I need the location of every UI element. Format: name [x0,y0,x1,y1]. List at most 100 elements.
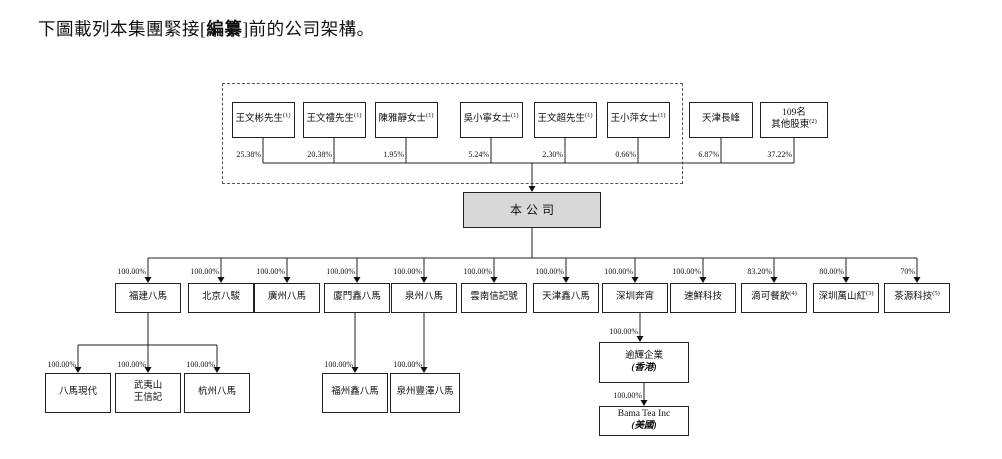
entity-name-text: 王信記 [133,393,163,403]
company-box: 本公司 [463,192,601,228]
entity-name: 深圳奔宵 [616,292,654,304]
entity-name: 茶源科技(5) [894,289,940,304]
ownership-percentage: 100.00% [393,360,422,369]
sub-subsidiary-box: Bama Tea Inc(美國) [599,406,689,436]
subsidiary-box: 廣州八馬 [254,283,320,313]
concert-group-outline [222,83,683,184]
title-text: 下圖載列本集團緊接[ [38,19,207,39]
ownership-percentage: 100.00% [604,267,633,276]
ownership-percentage: 83.20% [747,267,772,276]
footnote-superscript: (1) [510,111,519,119]
shareholder-box: 吳小寧女士(1) [459,102,523,138]
entity-name: 雲南信記號 [470,292,518,304]
ownership-percentage: 100.00% [613,391,642,400]
entity-name-text: 福州鑫八馬 [331,387,379,398]
page-title: 下圖載列本集團緊接[編纂]前的公司架構。 [38,16,375,41]
entity-name: 八馬現代 [59,387,97,399]
entity-name: 福建八馬 [129,292,167,304]
footnote-superscript: (1) [282,111,291,119]
entity-region: (美國) [631,421,657,431]
ownership-percentage: 25.38% [236,150,261,159]
entity-name: 吳小寧女士(1) [463,111,519,126]
entity-name-text: 雲南信記號 [470,292,518,303]
subsidiary-box: 滴可餐飲(4) [741,283,807,313]
entity-name-text: 王小萍女士 [610,114,658,125]
entity-name: 109名 [782,108,806,120]
sub-subsidiary-box: 逾輝企業(香港) [599,342,689,383]
entity-name: Bama Tea Inc [618,409,670,421]
ownership-percentage: 100.00% [326,267,355,276]
title-redacted-term: 編纂 [206,19,243,39]
entity-name-text: 杭州八馬 [197,387,236,398]
entity-name: 杭州八馬 [198,387,236,399]
entity-name-text: 武夷山 [133,381,163,392]
entity-name-text: 王文禮先生 [306,114,354,125]
footnote-superscript: (1) [353,111,362,119]
entity-region: (香港) [631,362,657,373]
entity-name-text: 泉州八馬 [404,292,443,303]
entity-name-text: 逾輝企業 [624,350,663,361]
sub-subsidiary-box: 杭州八馬 [184,373,250,413]
entity-name-text: 泉州豐澤八馬 [396,387,454,398]
subsidiary-box: 福建八馬 [115,283,181,313]
footnote-superscript: (5) [932,289,940,297]
entity-name-text: 天津鑫八馬 [542,292,590,303]
footnote-superscript: (2) [809,117,817,125]
ownership-percentage: 100.00% [117,267,146,276]
shareholder-box: 王文彬先生(1) [231,102,295,138]
entity-name-text: 王文超先生 [537,114,585,125]
entity-name-text: 廣州八馬 [267,292,306,303]
entity-name: 北京八駿 [202,292,240,304]
footnote-superscript: (4) [789,289,797,297]
entity-name: 王信記 [134,393,163,405]
entity-name: 福州鑫八馬 [331,387,379,399]
subsidiary-box: 天津鑫八馬 [533,283,599,313]
entity-name-text: 滴可餐飲 [751,292,790,303]
ownership-percentage: 100.00% [393,267,422,276]
entity-name: 其他股東(2) [771,117,817,132]
ownership-percentage: 100.00% [190,267,219,276]
ownership-percentage: 20.38% [307,150,332,159]
ownership-percentage: 2.30% [542,150,563,159]
subsidiary-box: 深圳萬山紅(3) [813,283,879,313]
entity-name-text: 吳小寧女士 [463,114,511,125]
entity-name: 天津鑫八馬 [542,292,590,304]
subsidiary-box: 茶源科技(5) [884,283,950,313]
ownership-percentage: 100.00% [186,360,215,369]
footnote-superscript: (1) [584,111,593,119]
ownership-percentage: 100.00% [117,360,146,369]
entity-name: 滴可餐飲(4) [751,289,797,304]
entity-name-text: 天津長峰 [701,114,740,125]
ownership-percentage: 100.00% [672,267,701,276]
ownership-percentage: 6.87% [698,150,719,159]
entity-name-text: 王文彬先生 [235,114,283,125]
shareholder-box: 陳雅靜女士(1) [374,102,438,138]
entity-name-text: 深圳萬山紅 [818,292,866,303]
entity-name-text: 茶源科技 [894,292,933,303]
ownership-percentage: 80.00% [819,267,844,276]
entity-name: 廈門鑫八馬 [333,292,381,304]
footnote-superscript: (1) [425,111,434,119]
entity-name-text: 深圳奔宵 [615,292,654,303]
subsidiary-box: 泉州八馬 [391,283,457,313]
entity-name: 武夷山 [134,381,163,393]
entity-name-text: 其他股東 [771,120,810,130]
ownership-percentage: 100.00% [47,360,76,369]
entity-name: 天津長峰 [702,114,740,126]
sub-subsidiary-box: 武夷山王信記 [115,373,181,413]
entity-name-text: 速鮮科技 [683,292,722,303]
entity-name: 逾輝企業 [625,351,663,363]
ownership-percentage: 100.00% [609,327,638,336]
entity-name: 泉州豐澤八馬 [396,387,453,399]
ownership-percentage: 100.00% [256,267,285,276]
entity-name: 王文超先生(1) [537,111,593,126]
entity-name: 速鮮科技 [684,292,722,304]
sub-subsidiary-box: 八馬現代 [45,373,111,413]
company-name: 本公司 [509,202,558,217]
shareholder-box: 天津長峰 [689,102,753,138]
entity-name: 王文禮先生(1) [306,111,362,126]
subsidiary-box: 廈門鑫八馬 [324,283,390,313]
ownership-percentage: 70% [900,267,915,276]
shareholder-box: 109名其他股東(2) [760,102,828,138]
